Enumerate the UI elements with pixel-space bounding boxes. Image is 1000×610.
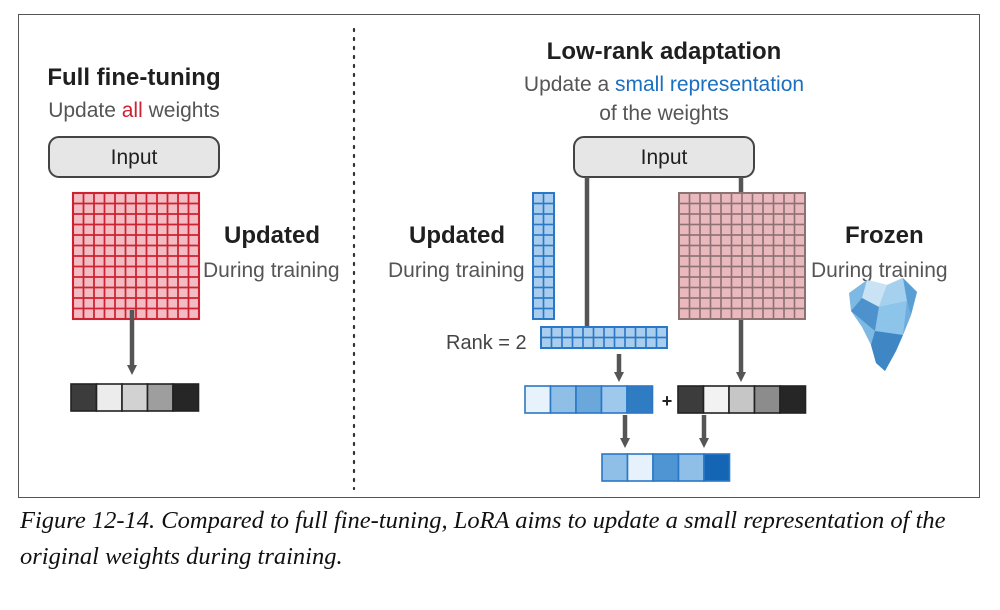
full-weight-matrix-grid xyxy=(71,191,201,321)
lora-matrix-a xyxy=(532,192,555,320)
full-output-cell xyxy=(121,383,149,412)
result-output-cell xyxy=(652,453,680,482)
frozen-output-cell xyxy=(779,385,807,414)
subtitle-highlight-all: all xyxy=(122,99,143,122)
frozen-output-cell xyxy=(677,385,705,414)
iceberg-icon xyxy=(849,278,917,371)
lora-output-vector xyxy=(524,385,654,414)
left-input-box xyxy=(48,136,220,178)
lora-output-cell xyxy=(549,385,577,414)
right-input-box xyxy=(573,136,755,178)
frozen-label: Frozen xyxy=(845,222,924,249)
frozen-output-cell xyxy=(753,385,781,414)
frozen-matrix-cell xyxy=(793,307,806,320)
lora-subtitle-line2: of the weights xyxy=(599,102,729,125)
combined-output-vector xyxy=(601,453,731,482)
full-matrix-cell xyxy=(187,307,200,320)
result-output-cell xyxy=(703,453,731,482)
right-input-label: Input xyxy=(641,146,688,169)
lora-title: Low-rank adaptation xyxy=(547,38,782,65)
frozen-output-vector xyxy=(677,385,807,414)
left-during-training-label: During training xyxy=(203,259,340,282)
frozen-output-cell xyxy=(728,385,756,414)
frozen-during-training-label: During training xyxy=(811,259,948,282)
frozen-output-cell xyxy=(702,385,730,414)
full-output-cell xyxy=(95,383,123,412)
full-finetuning-output-vector xyxy=(70,383,200,412)
result-output-cell xyxy=(677,453,705,482)
lora-b-matrix-cell xyxy=(655,336,668,349)
plus-sign: + xyxy=(662,391,673,411)
rank-label: Rank = 2 xyxy=(446,332,527,354)
lora-matrix-b xyxy=(540,326,668,349)
full-output-cell xyxy=(172,383,200,412)
lora-output-cell xyxy=(600,385,628,414)
lora-output-cell xyxy=(524,385,552,414)
result-output-cell xyxy=(626,453,654,482)
frozen-weight-matrix-grid xyxy=(678,192,806,320)
figure-caption: Figure 12-14. Compared to full fine-tuni… xyxy=(20,507,946,570)
left-updated-label: Updated xyxy=(224,222,320,249)
lora-diagram: Full fine-tuning Update all weights Inpu… xyxy=(47,27,948,491)
lora-output-cell xyxy=(575,385,603,414)
lora-a-matrix-cell xyxy=(542,307,555,320)
full-output-cell xyxy=(70,383,98,412)
figure-panel: Full fine-tuning Update all weights Inpu… xyxy=(18,14,980,498)
lora-during-training-label: During training xyxy=(388,259,525,282)
lora-updated-label: Updated xyxy=(409,222,505,249)
full-finetuning-title: Full fine-tuning xyxy=(47,64,220,91)
lora-subtitle-line1: Update a small representation xyxy=(524,73,804,96)
full-finetuning-subtitle: Update all weights xyxy=(48,99,220,122)
left-input-label: Input xyxy=(111,146,158,169)
full-output-cell xyxy=(146,383,174,412)
lora-output-cell xyxy=(626,385,654,414)
result-output-cell xyxy=(601,453,629,482)
subtitle-highlight-small-representation: small representation xyxy=(615,73,804,96)
